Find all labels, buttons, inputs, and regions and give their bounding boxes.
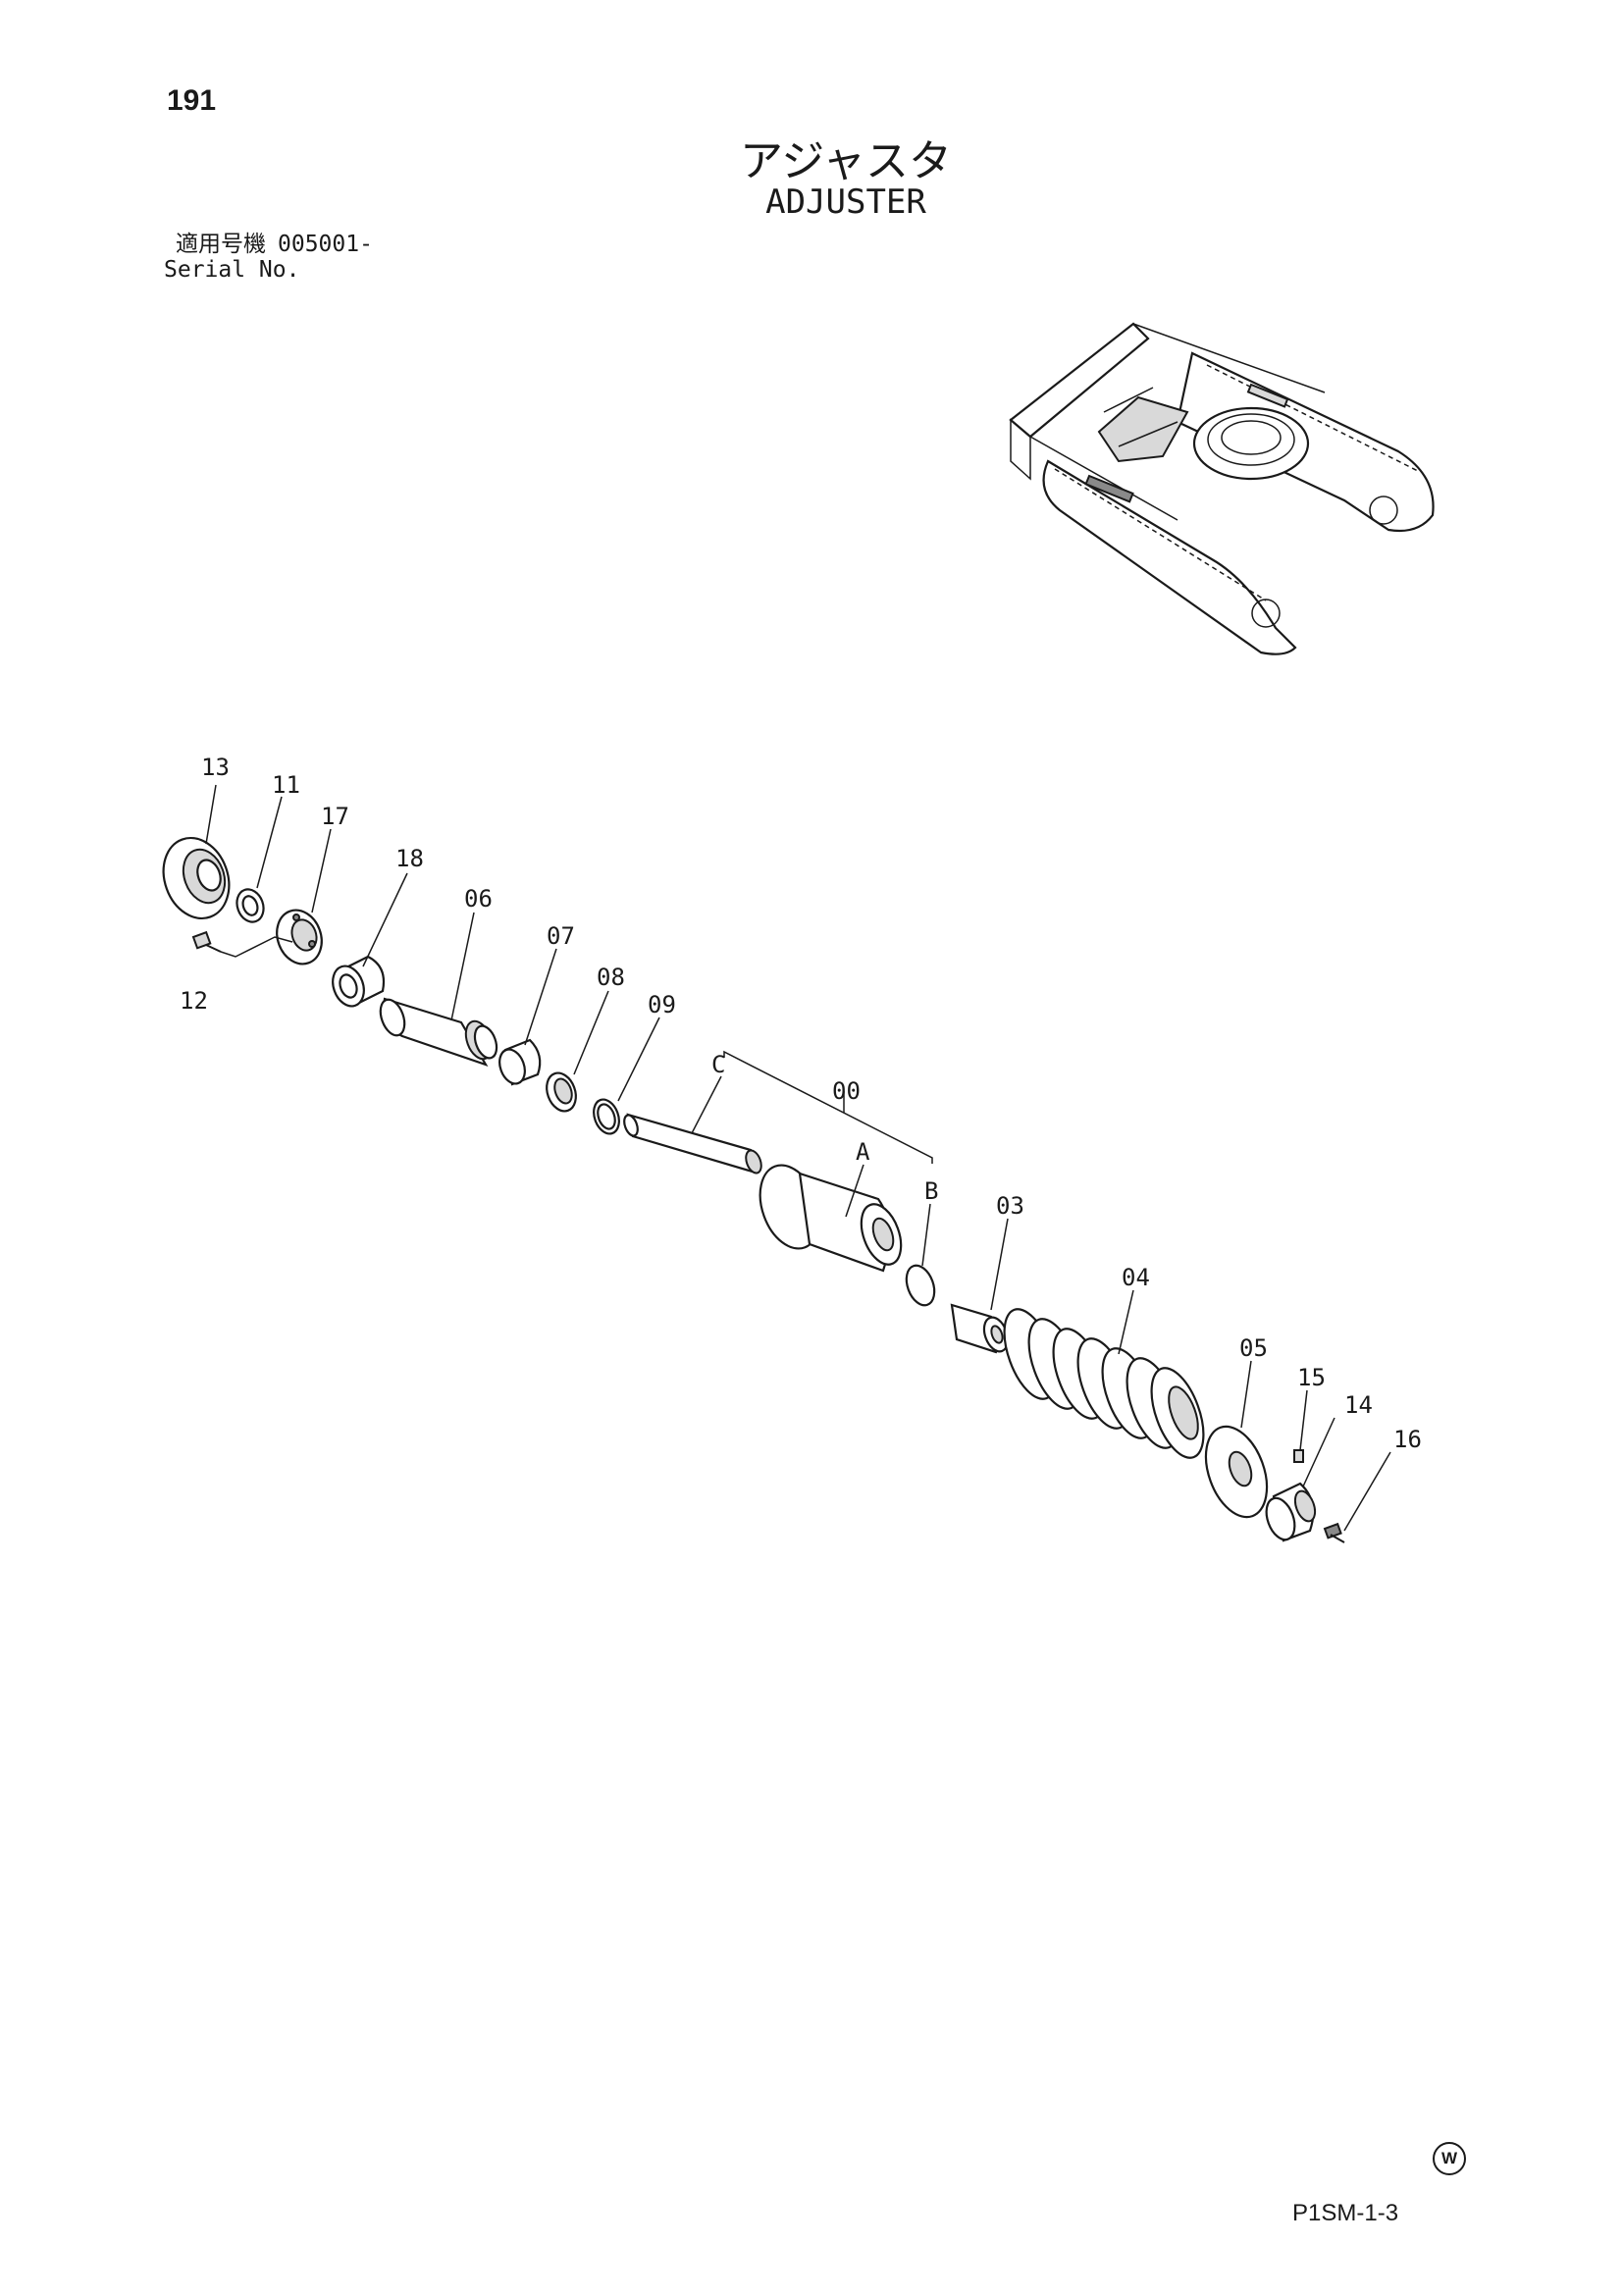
page-title-english: ADJUSTER <box>765 183 926 222</box>
watermark-stamp: W <box>1433 2142 1466 2175</box>
callout-13: 13 <box>201 754 230 781</box>
serial-label-japanese: 適用号機 <box>176 232 266 257</box>
part-12-bolt <box>191 930 222 953</box>
callout-09: 09 <box>648 991 676 1018</box>
part-15-plug <box>1293 1449 1304 1463</box>
part-13-flange <box>162 836 231 920</box>
part-17-collar <box>276 909 323 965</box>
leader-lines <box>205 784 1391 1532</box>
callout-03: 03 <box>996 1192 1024 1220</box>
callout-08: 08 <box>597 964 625 991</box>
callout-12: 12 <box>180 987 208 1015</box>
callout-15: 15 <box>1297 1364 1326 1391</box>
serial-label-english: Serial No. <box>164 257 300 283</box>
callout-b: B <box>924 1177 938 1205</box>
serial-number-block: 適用号機 005001- Serial No. <box>164 232 373 283</box>
callout-00: 00 <box>832 1077 861 1105</box>
part-18-bushing <box>332 955 386 1008</box>
serial-row-ja: 適用号機 005001- <box>164 232 373 257</box>
part-06-cylinder <box>379 997 498 1067</box>
callout-05: 05 <box>1239 1334 1268 1362</box>
part-b-o-ring <box>905 1264 936 1307</box>
part-07-packing <box>498 1038 542 1086</box>
callout-a: A <box>856 1138 870 1166</box>
callout-04: 04 <box>1122 1264 1150 1291</box>
part-14-nut <box>1265 1482 1317 1542</box>
callout-18: 18 <box>395 845 424 872</box>
part-09-snap-ring <box>593 1098 620 1135</box>
callout-c: C <box>711 1051 725 1078</box>
callout-17: 17 <box>321 803 349 830</box>
part-a-cylinder-body <box>759 1164 903 1273</box>
callout-06: 06 <box>464 885 493 913</box>
callout-11: 11 <box>272 771 300 799</box>
callout-07: 07 <box>547 922 575 950</box>
part-16-grease-fitting <box>1323 1522 1345 1543</box>
part-11-ring <box>236 888 265 923</box>
serial-value: 005001- <box>278 232 373 257</box>
page-title-japanese: アジャスタ <box>739 136 953 186</box>
part-04-spring <box>1003 1308 1205 1459</box>
callout-labels: 13 11 17 12 18 06 07 08 09 C 00 A B 03 0… <box>180 754 1422 1453</box>
drawing-code: P1SM-1-3 <box>1292 2200 1399 2226</box>
callout-16: 16 <box>1393 1426 1422 1453</box>
part-03-spacer <box>950 1303 1010 1354</box>
callout-14: 14 <box>1344 1391 1373 1419</box>
page-number: 191 <box>167 84 217 117</box>
part-05-plate <box>1204 1425 1269 1519</box>
part-c-piston-rod <box>623 1113 762 1174</box>
part-08-ring <box>546 1071 577 1113</box>
machine-undercarriage-thumbnail <box>1009 322 1435 655</box>
